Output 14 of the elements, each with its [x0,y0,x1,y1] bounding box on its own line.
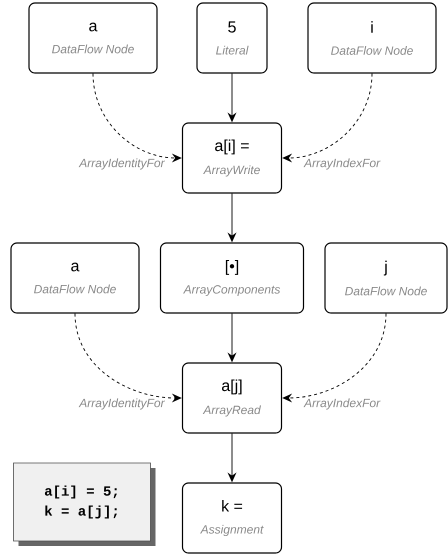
edge-label: ArrayIdentityFor [78,398,165,410]
process-box: i DataFlow Node [307,2,437,74]
process-box: k = Assignment [182,482,282,554]
process-box: a[i] = ArrayWrite [182,122,282,194]
process-box: a[j] ArrayRead [182,362,282,434]
process-box: j DataFlow Node [324,242,448,314]
process-box: [•] ArrayComponents [160,242,304,314]
edge-label: ArrayIndexFor [304,398,381,410]
edge-label: ArrayIdentityFor [78,158,165,170]
process-box: a DataFlow Node [28,2,158,74]
process-box: a DataFlow Node [10,242,140,314]
edge-label: ArrayIndexFor [304,158,381,170]
process-box: 5 Literal [196,2,268,74]
code-box: a[i] = 5; k = a[j]; [13,462,156,546]
